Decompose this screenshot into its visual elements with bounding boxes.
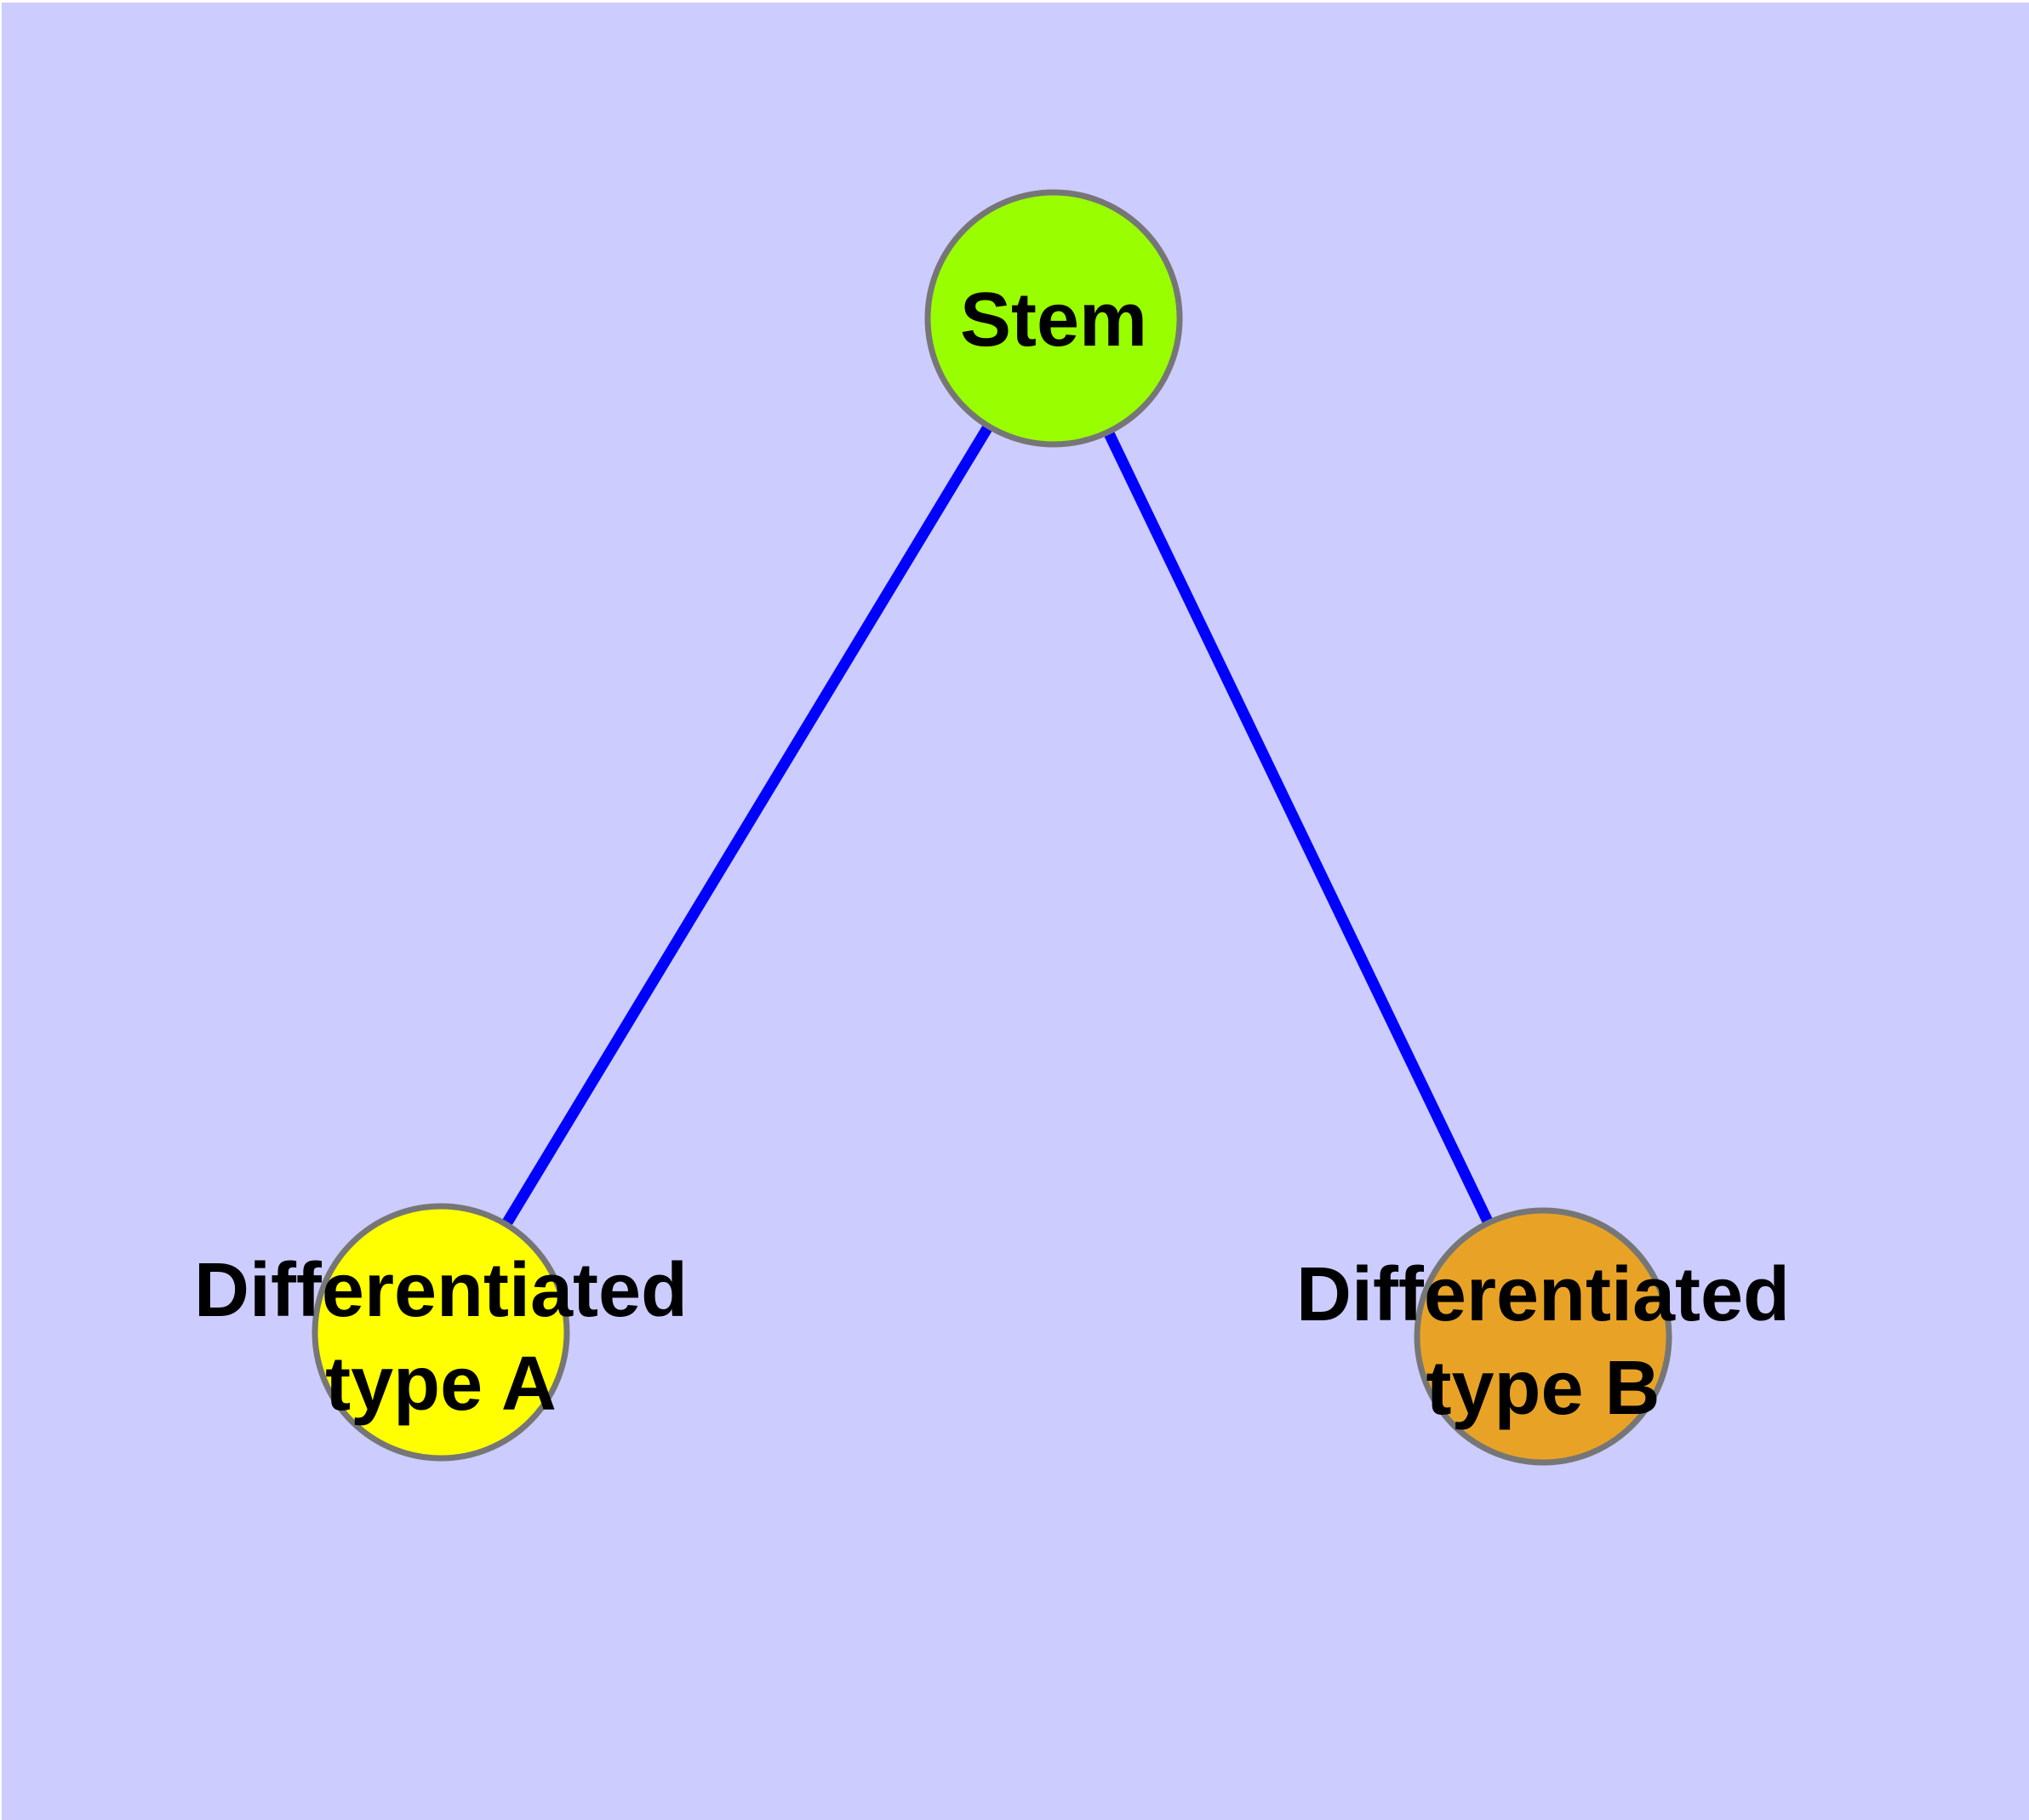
node-type-b-label-line1: Differentiated xyxy=(1296,1252,1790,1337)
node-stem[interactable] xyxy=(924,189,1183,448)
node-type-b-label-line2: type B xyxy=(1426,1346,1660,1431)
node-type-b[interactable] xyxy=(1414,1207,1672,1466)
node-type-a-label-line1: Differentiated xyxy=(194,1248,688,1333)
edge-stem-to-type-a xyxy=(436,315,1059,1336)
edge-stem-to-type-b xyxy=(1049,316,1548,1339)
node-stem-label: Stem xyxy=(960,278,1147,363)
node-type-a-label-line2: type A xyxy=(325,1342,557,1427)
node-type-a[interactable] xyxy=(311,1203,570,1462)
